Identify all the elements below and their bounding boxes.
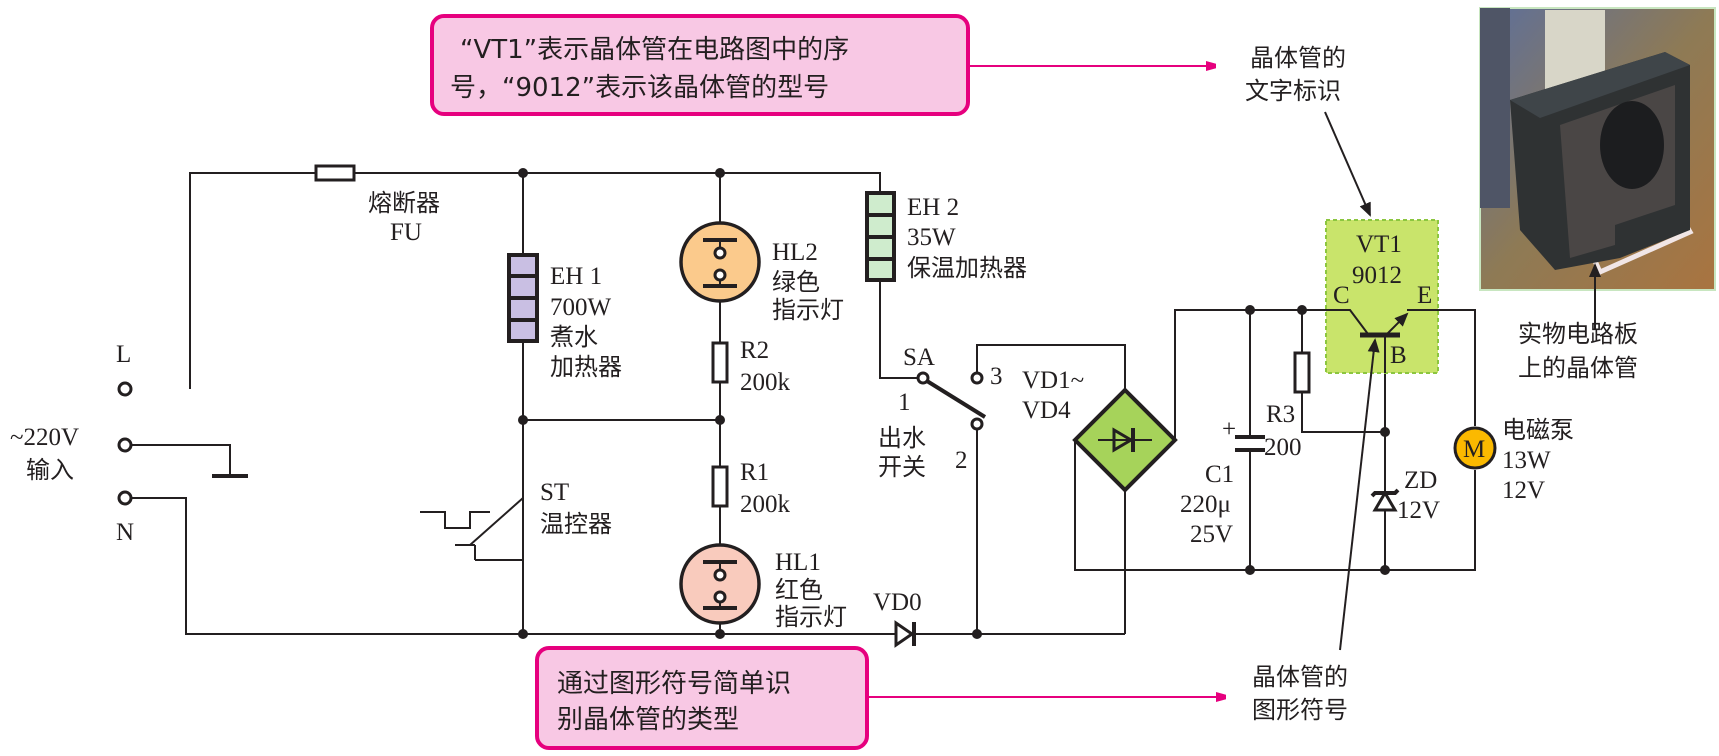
hl2-ref: HL2 [772, 239, 818, 266]
hl1-ref: HL1 [775, 549, 821, 576]
r2-ref: R2 [740, 337, 769, 364]
callout-top: “VT1”表示晶体管在电路图中的序 号，“9012”表示该晶体管的型号 [430, 14, 970, 116]
terminal-ground [117, 437, 133, 453]
bridge-ref1: VD1~ [1022, 367, 1084, 394]
motor-M: M 电磁泵 13W 12V [1453, 416, 1574, 504]
zd-ref: ZD [1404, 467, 1437, 494]
annotation-graphic-line2: 图形符号 [1252, 696, 1348, 724]
zener-ZD: ZD 12V [1370, 467, 1440, 524]
fuse-name: 熔断器 [368, 189, 440, 217]
heater-EH1: EH 1 700W 煮水 加热器 [507, 253, 622, 381]
st-ref: ST [540, 479, 569, 506]
bridge-rectifier: VD1~ VD4 [1022, 367, 1178, 493]
callout-top-line1: “VT1”表示晶体管在电路图中的序 [460, 35, 849, 65]
annotation-text-marking-line2: 文字标识 [1245, 77, 1341, 105]
eh2-ref: EH 2 [907, 194, 959, 221]
callout-bottom-line1: 通过图形符号简单识 [557, 669, 791, 699]
annotation-text-marking-line1: 晶体管的 [1250, 44, 1346, 72]
lamp-HL1: HL1 红色 指示灯 [679, 543, 847, 631]
vt1-ref: VT1 [1356, 231, 1402, 258]
bridge-ref2: VD4 [1022, 397, 1071, 424]
motor-symbol: M [1463, 436, 1485, 463]
eh2-value: 35W [907, 224, 956, 251]
thermostat-ST: ST 温控器 [420, 479, 612, 560]
r3-value: 200 [1264, 434, 1302, 461]
sa-pin1: 1 [898, 389, 911, 416]
sa-desc1: 出水 [878, 424, 926, 452]
terminal-N [117, 490, 133, 506]
vt1-pin-c: C [1333, 282, 1350, 309]
r2-value: 200k [740, 369, 791, 396]
text-marking-arrow [1324, 111, 1371, 217]
label-input: 输入 [26, 456, 74, 484]
heater-EH2: EH 2 35W 保温加热器 [865, 191, 1027, 282]
label-N: N [116, 519, 134, 546]
hl2-desc2: 指示灯 [772, 296, 844, 324]
junction-nodes [518, 168, 1390, 639]
motor-name: 电磁泵 [1502, 416, 1574, 444]
sa-desc2: 开关 [878, 453, 926, 481]
c1-voltage: 25V [1190, 521, 1233, 548]
r1-value: 200k [740, 491, 791, 518]
callout-top-line2: 号，“9012”表示该晶体管的型号 [450, 73, 829, 103]
c1-value: 220μ [1180, 491, 1231, 518]
label-voltage: ~220V [10, 424, 79, 451]
resistor-R3: R3 200 [1264, 351, 1311, 461]
transistor-VT1: VT1 9012 C E B [1300, 219, 1475, 374]
resistor-R1: R1 200k [711, 459, 791, 518]
sa-ref: SA [903, 344, 935, 371]
vt1-pin-b: B [1390, 342, 1407, 369]
lamp-HL2: HL2 绿色 指示灯 [679, 221, 844, 324]
resistor-R2: R2 200k [711, 337, 791, 396]
fuse-ref: FU [390, 219, 422, 246]
hl1-desc1: 红色 [775, 576, 823, 604]
motor-power: 13W [1502, 447, 1551, 474]
callout-bottom: 通过图形符号简单识 别晶体管的类型 [535, 646, 869, 750]
hl2-desc1: 绿色 [772, 268, 820, 296]
motor-voltage: 12V [1502, 477, 1545, 504]
annotation-physical-line2: 上的晶体管 [1518, 354, 1638, 382]
callout-bottom-line2: 别晶体管的类型 [557, 705, 739, 735]
c1-ref: C1 [1205, 461, 1234, 488]
sa-pin2: 2 [955, 447, 968, 474]
eh1-desc2: 加热器 [550, 353, 622, 381]
vd0-ref: VD0 [873, 589, 922, 616]
diode-VD0: VD0 [873, 589, 930, 648]
fuse-FU: 熔断器 FU [314, 164, 440, 246]
sa-pin3: 3 [990, 363, 1003, 390]
eh1-ref: EH 1 [550, 263, 602, 290]
annotation-graphic-line1: 晶体管的 [1252, 663, 1348, 691]
vt1-model: 9012 [1352, 262, 1402, 289]
capacitor-C1: + C1 220μ 25V [1180, 416, 1265, 548]
eh1-value: 700W [550, 294, 612, 321]
graphic-symbol-arrow [1339, 338, 1380, 651]
eh2-desc: 保温加热器 [907, 254, 1027, 282]
c1-plus: + [1222, 416, 1236, 443]
r3-ref: R3 [1266, 401, 1295, 428]
hl1-desc2: 指示灯 [775, 603, 847, 631]
terminal-L [117, 381, 133, 397]
st-desc: 温控器 [540, 510, 612, 538]
vt1-pin-e: E [1417, 282, 1432, 309]
input-terminals: L N ~220V 输入 [10, 341, 134, 546]
zd-value: 12V [1397, 497, 1440, 524]
transistor-photo [1479, 7, 1716, 291]
eh1-desc1: 煮水 [550, 323, 598, 351]
switch-SA: SA 1 2 3 出水 开关 [878, 344, 1003, 481]
r1-ref: R1 [740, 459, 769, 486]
label-L: L [116, 341, 131, 368]
annotation-physical-line1: 实物电路板 [1518, 320, 1638, 348]
